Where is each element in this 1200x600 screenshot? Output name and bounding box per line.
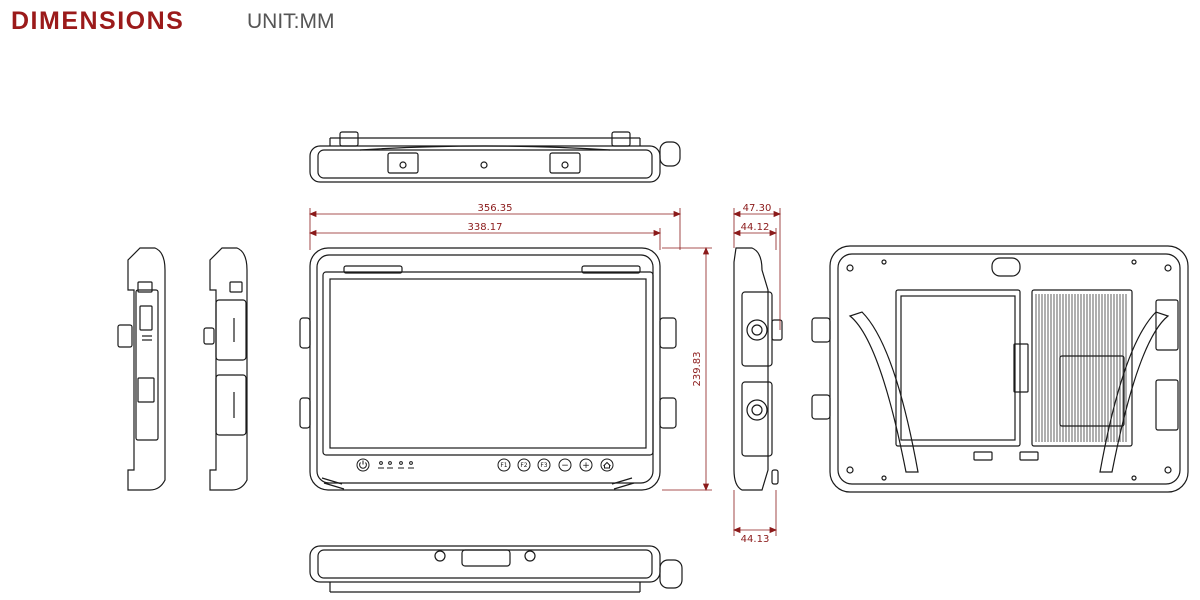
dimension-lines: [308, 208, 782, 536]
dim-depth-bottom: 44.13: [741, 534, 770, 545]
dim-depth-body: 44.12: [741, 222, 770, 233]
home-button[interactable]: [600, 458, 614, 472]
bottom-view: [309, 545, 683, 593]
back-view: [811, 245, 1189, 493]
heatsink-vents: [1035, 294, 1127, 442]
plus-button[interactable]: +: [579, 458, 593, 472]
f3-button[interactable]: F3: [537, 458, 551, 472]
minus-button[interactable]: −: [558, 458, 572, 472]
dim-overall-width: 356.35: [478, 203, 513, 214]
status-leds: [378, 461, 414, 469]
f2-label: F2: [520, 462, 527, 469]
left-side-view-a: [117, 247, 166, 491]
dim-screen-width: 338.17: [468, 222, 503, 233]
power-icon: [359, 460, 367, 469]
home-icon: [603, 461, 611, 469]
f1-label: F1: [500, 462, 507, 469]
minus-label: −: [561, 461, 569, 471]
right-side-view: [733, 247, 783, 491]
front-button-row: F1 F2 F3 − +: [356, 458, 614, 472]
dim-overall-height: 239.83: [692, 352, 703, 387]
unit-label: UNIT:MM: [247, 10, 335, 33]
left-side-view-b: [203, 247, 248, 491]
top-view: [309, 131, 681, 183]
front-view: [299, 247, 677, 491]
plus-label: +: [582, 461, 590, 471]
header: DIMENSIONS UNIT:MM: [0, 0, 1200, 40]
f1-button[interactable]: F1: [497, 458, 511, 472]
page-title: DIMENSIONS: [11, 7, 185, 35]
f2-button[interactable]: F2: [517, 458, 531, 472]
power-button[interactable]: [356, 458, 370, 472]
dim-depth-handle: 47.30: [743, 203, 772, 214]
f3-label: F3: [540, 462, 547, 469]
